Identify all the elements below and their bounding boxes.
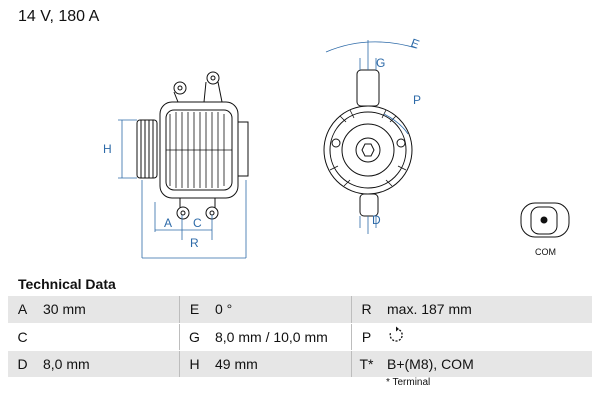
- spec-value: B+(M8), COM: [381, 350, 592, 378]
- spec-value: [37, 323, 180, 351]
- spec-key: A: [8, 296, 37, 324]
- clockwise-rotation-icon: [389, 326, 403, 342]
- dimension-g-label: G: [376, 56, 385, 70]
- connector-plug-icon: [520, 202, 570, 238]
- alternator-side-view: [136, 71, 249, 220]
- product-headline: 14 V, 180 A: [18, 8, 100, 25]
- connector-label: COM: [535, 247, 556, 257]
- spec-key: H: [179, 350, 209, 378]
- dimension-r-label: R: [190, 236, 199, 250]
- dimension-e-label: E: [409, 36, 421, 52]
- spec-value: 30 mm: [37, 296, 180, 324]
- spec-key: P: [351, 323, 381, 351]
- dimension-h-label: H: [103, 142, 112, 156]
- spec-value: 49 mm: [209, 350, 352, 378]
- spec-value: 0 °: [209, 296, 352, 324]
- spec-key: R: [351, 296, 381, 324]
- spec-value: 8,0 mm / 10,0 mm: [209, 323, 352, 351]
- spec-key: T*: [351, 350, 381, 378]
- alternator-technical-drawing: H A C R E G P D COM: [103, 36, 570, 259]
- spec-key: E: [179, 296, 209, 324]
- spec-value: max. 187 mm: [381, 296, 592, 324]
- spec-key: D: [8, 350, 37, 378]
- table-row: A 30 mm E 0 ° R max. 187 mm: [8, 296, 592, 324]
- alternator-rear-view: [323, 69, 413, 217]
- spec-key: G: [179, 323, 209, 351]
- dimension-d-label: D: [372, 213, 381, 227]
- dimension-p-label: P: [413, 93, 421, 107]
- spec-key: C: [8, 323, 37, 351]
- footnote: * Terminal: [386, 377, 431, 388]
- side-dimension-lines: [118, 119, 247, 259]
- technical-data-table: A 30 mm E 0 ° R max. 187 mm C G 8,0 mm /…: [8, 296, 592, 378]
- dimension-c-label: C: [193, 216, 202, 230]
- rear-dimension-lines: [325, 40, 417, 234]
- dimension-a-label: A: [164, 216, 172, 230]
- technical-data-title: Technical Data: [18, 276, 116, 292]
- spec-value: 8,0 mm: [37, 350, 180, 378]
- table-row: C G 8,0 mm / 10,0 mm P: [8, 323, 592, 351]
- spec-value-rotation: [381, 323, 592, 351]
- table-row: D 8,0 mm H 49 mm T* B+(M8), COM: [8, 350, 592, 378]
